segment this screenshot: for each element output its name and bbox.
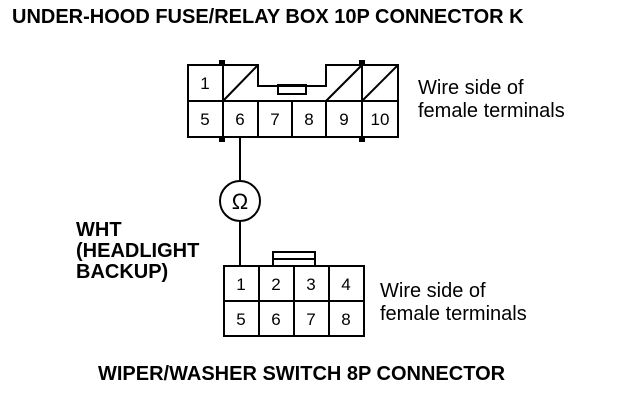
top-guide-mark-2	[359, 60, 365, 65]
bottom-terminal-5: 5	[236, 310, 245, 329]
wire-color-line1: WHT	[76, 219, 122, 241]
top-connector-latch	[277, 84, 307, 95]
top-guide-mark-4	[359, 137, 365, 142]
top-connector-side-label: Wire side of female terminals	[418, 77, 565, 123]
wire-color-label: WHT (HEADLIGHT BACKUP)	[76, 220, 199, 283]
top-terminal-8: 8	[304, 110, 313, 129]
wire-color-line3: BACKUP)	[76, 261, 169, 283]
top-guide-mark-1	[219, 60, 225, 65]
bottom-connector-side-label: Wire side of female terminals	[380, 280, 527, 326]
ohm-symbol: Ω	[232, 189, 248, 214]
wire-color-line2: (HEADLIGHT	[76, 240, 200, 262]
ohmmeter-icon: Ω	[219, 180, 261, 222]
bottom-terminal-1: 1	[236, 275, 245, 294]
top-guide-mark-3	[219, 137, 225, 142]
bottom-side-label-line1: Wire side of	[380, 280, 486, 302]
bottom-terminal-3: 3	[306, 275, 315, 294]
bottom-terminal-2: 2	[271, 275, 280, 294]
bottom-connector-title: WIPER/WASHER SWITCH 8P CONNECTOR	[98, 363, 506, 385]
bottom-side-label-line2: female terminals	[380, 303, 527, 325]
top-connector-title: UNDER-HOOD FUSE/RELAY BOX 10P CONNECTOR …	[12, 6, 524, 28]
top-terminal-6: 6	[235, 110, 244, 129]
top-terminal-1: 1	[200, 74, 209, 93]
top-terminal-7: 7	[270, 110, 279, 129]
top-side-label-line1: Wire side of	[418, 77, 524, 99]
top-connector	[187, 64, 399, 138]
bottom-terminal-4: 4	[341, 275, 350, 294]
bottom-connector	[223, 251, 365, 337]
top-side-label-line2: female terminals	[418, 100, 565, 122]
bottom-terminal-7: 7	[306, 310, 315, 329]
bottom-terminal-8: 8	[341, 310, 350, 329]
bottom-terminal-6: 6	[271, 310, 280, 329]
top-terminal-5: 5	[200, 110, 209, 129]
top-terminal-9: 9	[339, 110, 348, 129]
top-terminal-10: 10	[371, 110, 390, 129]
